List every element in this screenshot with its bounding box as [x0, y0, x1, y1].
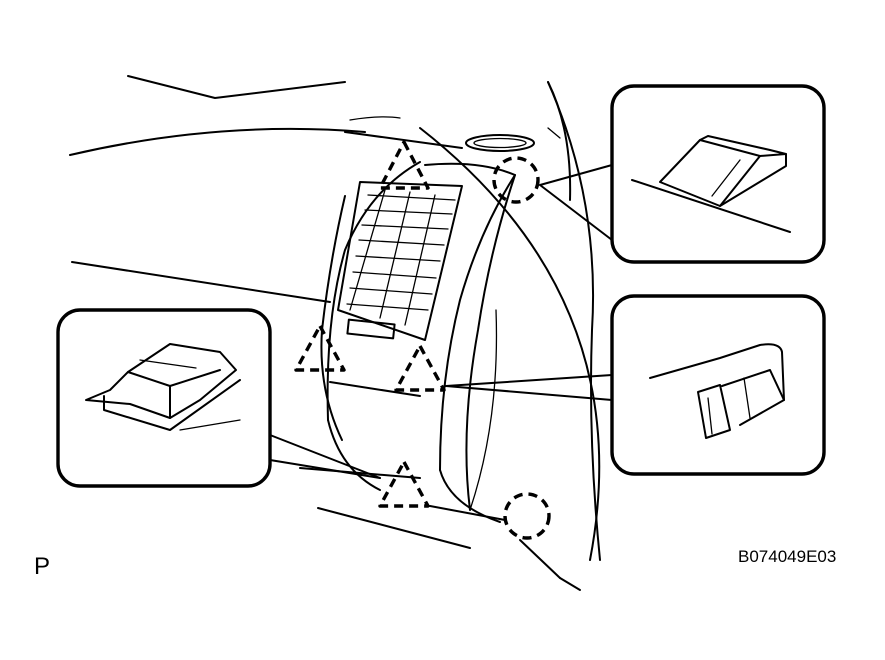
- cluster-finish-panel: [320, 161, 516, 523]
- clip-detail-left: [56, 308, 272, 488]
- clip-detail-upper-right: [610, 84, 826, 264]
- circle-marker-lower: [503, 492, 551, 540]
- triangle-marker-top: [378, 140, 430, 190]
- dashboard-outline: [69, 75, 601, 591]
- triangle-marker-middle: [394, 344, 446, 392]
- leader-lines: [269, 164, 613, 521]
- triangle-marker-left: [294, 324, 346, 372]
- center-air-vent: [337, 181, 463, 341]
- defroster-vent: [465, 134, 535, 152]
- circle-claw-markers: [492, 156, 551, 540]
- triangle-marker-bottom: [378, 460, 430, 508]
- triangle-clip-markers: [294, 140, 446, 508]
- view-marker-label: P: [34, 553, 51, 580]
- circle-marker-upper: [492, 156, 540, 204]
- clip-detail-lower-right: [610, 294, 826, 476]
- figure-code-label: B074049E03: [738, 547, 837, 566]
